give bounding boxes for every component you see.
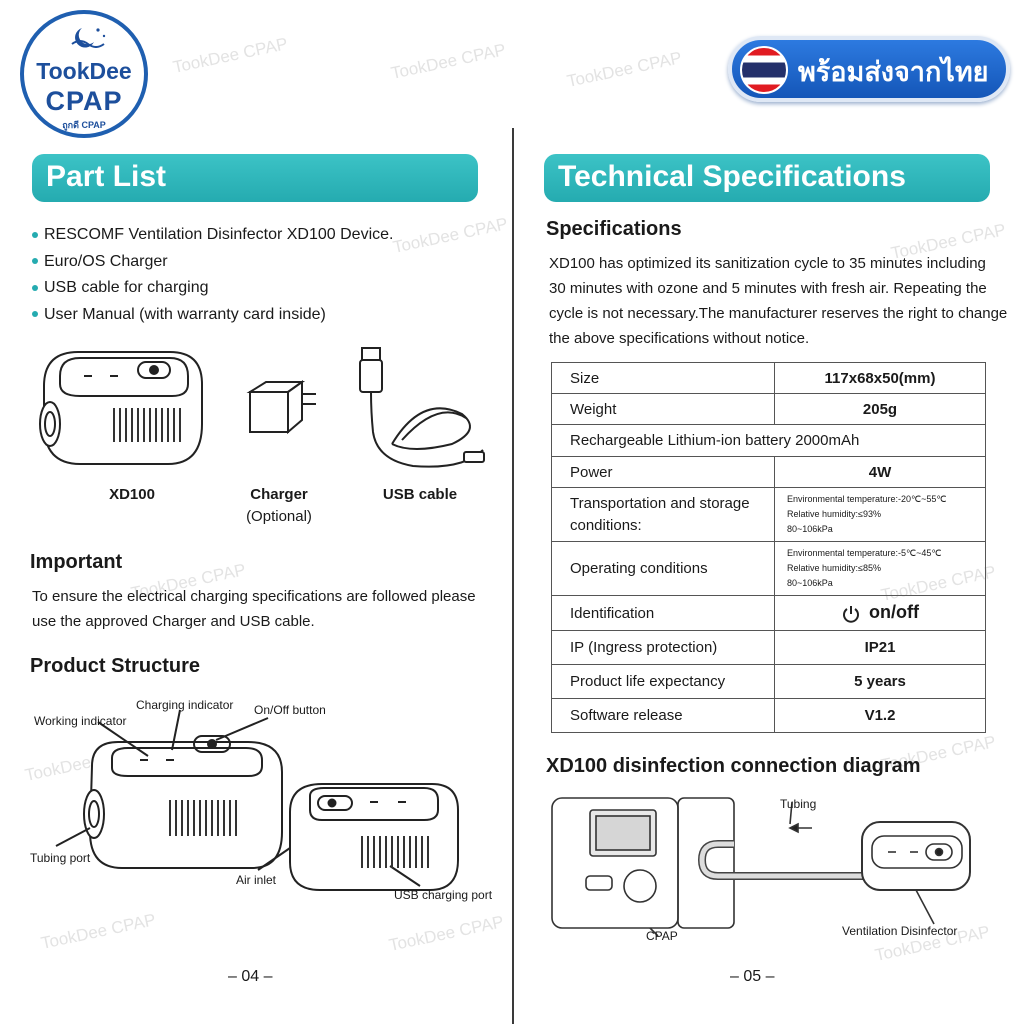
spec-key: Transportation and storage conditions: bbox=[551, 487, 775, 542]
usb-cable-caption: USB cable bbox=[382, 486, 458, 503]
xd100-caption: XD100 bbox=[109, 486, 155, 503]
watermark: TookDee CPAP bbox=[565, 48, 684, 91]
watermark: TookDee CPAP bbox=[39, 910, 158, 953]
technical-specifications-header: Technical Specifications bbox=[544, 154, 990, 202]
table-row: Operating conditions Environmental tempe… bbox=[551, 541, 986, 596]
spec-value: IP21 bbox=[774, 630, 986, 665]
spec-key: Size bbox=[551, 362, 775, 394]
logo-line2: CPAP bbox=[45, 86, 123, 116]
diagram-title: XD100 disinfection connection diagram bbox=[546, 755, 921, 777]
watermark: TookDee CPAP bbox=[171, 34, 290, 77]
important-text: To ensure the electrical charging specif… bbox=[32, 588, 476, 630]
spec-value: 205g bbox=[774, 393, 986, 425]
tubing-label: Tubing bbox=[780, 797, 817, 811]
spec-key: Identification bbox=[551, 595, 775, 631]
table-row: Transportation and storage conditions: E… bbox=[551, 487, 986, 542]
page-number-left: – 04 – bbox=[228, 968, 273, 985]
table-row: Identification on/off bbox=[551, 595, 986, 631]
spec-value: Environmental temperature:-5℃~45℃ Relati… bbox=[774, 541, 986, 596]
watermark: TookDee CPAP bbox=[387, 912, 506, 955]
specifications-text: XD100 has optimized its sanitization cyc… bbox=[549, 255, 1008, 347]
product-structure-drawing bbox=[55, 709, 459, 891]
usb-charging-port-label: USB charging port bbox=[394, 888, 493, 902]
spec-key: Operating conditions bbox=[551, 541, 775, 596]
connection-diagram bbox=[551, 797, 971, 937]
spec-key: Weight bbox=[551, 393, 775, 425]
charging-indicator-label: Charging indicator bbox=[136, 698, 234, 712]
spec-key: IP (Ingress protection) bbox=[551, 630, 775, 665]
spec-value: 4W bbox=[774, 456, 986, 488]
air-inlet-label: Air inlet bbox=[236, 873, 277, 887]
table-row: Size 117x68x50(mm) bbox=[551, 362, 986, 394]
list-item: USB cable for charging bbox=[32, 277, 393, 304]
charger-subcaption: (Optional) bbox=[246, 508, 312, 525]
moon-icon bbox=[71, 28, 106, 48]
power-icon bbox=[843, 605, 859, 623]
cpap-label: CPAP bbox=[646, 929, 678, 943]
list-item: RESCOMF Ventilation Disinfector XD100 De… bbox=[32, 224, 393, 251]
watermark: TookDee CPAP bbox=[391, 214, 510, 257]
page-divider bbox=[512, 128, 514, 1024]
badge-text: พร้อมส่งจากไทย bbox=[798, 57, 989, 87]
spec-value: 117x68x50(mm) bbox=[774, 362, 986, 394]
spec-value: Environmental temperature:-20℃~55℃ Relat… bbox=[774, 487, 986, 542]
table-row: IP (Ingress protection) IP21 bbox=[551, 630, 986, 665]
watermark: TookDee CPAP bbox=[389, 40, 508, 83]
table-row: Product life expectancy 5 years bbox=[551, 664, 986, 699]
spec-value: on/off bbox=[774, 595, 986, 631]
product-structure-title: Product Structure bbox=[30, 655, 201, 677]
on-off-button-label: On/Off button bbox=[254, 703, 326, 717]
part-list-title: Part List bbox=[46, 160, 167, 193]
charger-caption: Charger bbox=[250, 486, 308, 503]
ships-from-thailand-badge: พร้อมส่งจากไทย bbox=[728, 36, 1010, 102]
tubing-port-label: Tubing port bbox=[30, 851, 91, 865]
spec-value: V1.2 bbox=[774, 698, 986, 733]
spec-key: Power bbox=[551, 456, 775, 488]
working-indicator-label: Working indicator bbox=[34, 714, 127, 728]
list-item: User Manual (with warranty card inside) bbox=[32, 304, 393, 331]
technical-specifications-title: Technical Specifications bbox=[558, 160, 906, 193]
xd100-device-drawing bbox=[39, 351, 203, 465]
specifications-title: Specifications bbox=[546, 218, 682, 240]
page-number-right: – 05 – bbox=[730, 968, 775, 985]
charger-drawing bbox=[246, 380, 316, 435]
part-list: RESCOMF Ventilation Disinfector XD100 De… bbox=[32, 224, 393, 330]
usb-cable-drawing bbox=[359, 347, 485, 468]
thai-flag-icon bbox=[740, 46, 788, 94]
logo-line1: TookDee bbox=[36, 58, 132, 84]
table-row: Software release V1.2 bbox=[551, 698, 986, 733]
spec-key: Software release bbox=[551, 698, 775, 733]
table-row: Power 4W bbox=[551, 456, 986, 488]
table-row: Weight 205g bbox=[551, 393, 986, 425]
list-item: Euro/OS Charger bbox=[32, 251, 393, 278]
ventilation-disinfector-label: Ventilation Disinfector bbox=[842, 924, 958, 938]
brand-logo: TookDee CPAP ถูกดี CPAP bbox=[20, 10, 148, 138]
spec-value: 5 years bbox=[774, 664, 986, 699]
logo-line3: ถูกดี CPAP bbox=[62, 120, 106, 130]
part-list-header: Part List bbox=[32, 154, 478, 202]
spec-table: Size 117x68x50(mm) Weight 205g Rechargea… bbox=[551, 362, 986, 733]
important-title: Important bbox=[30, 551, 123, 573]
spec-key: Product life expectancy bbox=[551, 664, 775, 699]
table-row: Rechargeable Lithium-ion battery 2000mAh bbox=[551, 424, 986, 457]
spec-battery: Rechargeable Lithium-ion battery 2000mAh bbox=[551, 424, 986, 457]
